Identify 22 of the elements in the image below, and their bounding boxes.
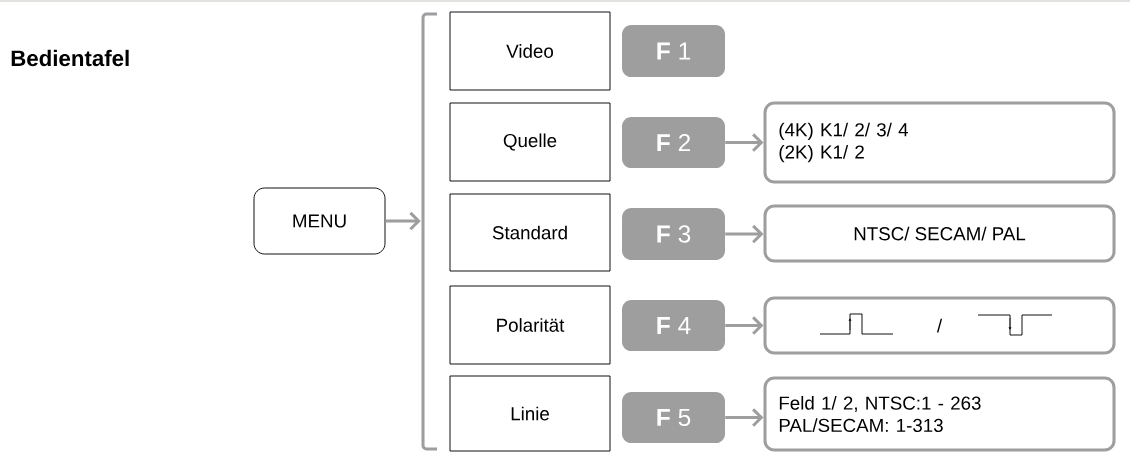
option-box: / bbox=[763, 296, 1116, 355]
menu-button: MENU bbox=[253, 187, 386, 255]
menu-item-box: Quelle bbox=[449, 102, 611, 182]
arrow bbox=[385, 211, 421, 231]
menu-item-box: Polarität bbox=[449, 285, 611, 365]
arrow bbox=[725, 408, 764, 427]
option-box: NTSC/ SECAM/ PAL bbox=[763, 204, 1116, 263]
menu-item-box: Video bbox=[449, 11, 611, 91]
option-box: (4K) K1/ 2/ 3/ 4 (2K) K1/ 2 bbox=[763, 101, 1116, 184]
function-key: F 1 bbox=[622, 25, 725, 77]
function-key: F 2 bbox=[622, 117, 725, 168]
arrow bbox=[725, 133, 764, 152]
bracket bbox=[421, 12, 437, 451]
arrow bbox=[725, 316, 764, 335]
heading: Bedientafel bbox=[11, 49, 129, 67]
function-key: F 5 bbox=[622, 392, 725, 443]
option-box: Feld 1/ 2, NTSC:1 - 263 PAL/SECAM: 1-313 bbox=[763, 376, 1116, 452]
arrow bbox=[725, 224, 764, 244]
menu-item-box: Standard bbox=[449, 193, 611, 272]
menu-item-box: Linie bbox=[449, 375, 611, 452]
function-key: F 3 bbox=[622, 208, 725, 260]
function-key: F 4 bbox=[622, 300, 725, 351]
